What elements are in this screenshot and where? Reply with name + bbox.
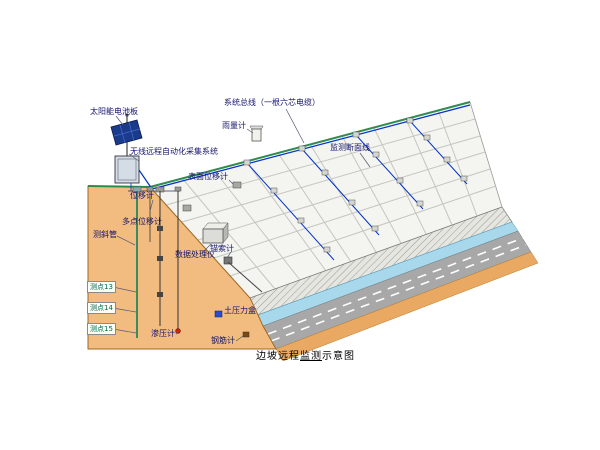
leader-lines (112, 108, 371, 342)
label-multipoint-disp: 多点位移计 (122, 217, 162, 226)
diagram-caption: 边坡远程监测示意图 (256, 347, 355, 362)
bus-branch-4 (409, 120, 468, 185)
label-monitor-section: 监测断面线 (330, 143, 370, 152)
label-anchor-gauge: 锚索计 (210, 244, 234, 253)
front-ground-strip (275, 251, 539, 362)
bus-branch-3 (355, 134, 424, 210)
label-rebar-gauge: 钢筋计 (211, 336, 235, 345)
label-disp-meter: 位移计 (130, 191, 154, 200)
label-surface-disp: 表面位移计 (188, 172, 228, 181)
label-wireless-system: 无线远程自动化采集系统 (130, 147, 218, 156)
label-solar-panel: 太阳能电池板 (90, 107, 138, 116)
cabinet-door (117, 158, 137, 181)
multipoint-anchors (157, 226, 163, 297)
rain-gauge-icon (249, 125, 264, 142)
bus-branch-1 (246, 162, 335, 261)
solar-panel-grid (113, 121, 141, 144)
road-markings (267, 237, 527, 342)
piezometer-cap (174, 186, 182, 192)
tag-point-15: 测点15 (87, 323, 116, 335)
earth-pressure-cell (214, 310, 223, 318)
retaining-wall-hatch (250, 207, 512, 315)
terrain (87, 101, 539, 362)
label-inclinometer: 测斜管 (93, 230, 117, 239)
instrument-box (182, 204, 192, 212)
anchor-head (223, 256, 233, 265)
sensor-boxes (243, 117, 468, 253)
label-system-bus: 系统总线（一根六芯电缆） (224, 98, 320, 107)
caption-suffix: 示意图 (322, 351, 355, 362)
crest-vegetation-line (149, 101, 471, 188)
tag-point-14: 测点14 (87, 302, 116, 314)
data-processor-icon (202, 222, 229, 244)
anchor-cable (227, 261, 263, 293)
antenna-tip-icon (125, 113, 129, 117)
bus-branch-2 (301, 148, 380, 236)
tag-point-13: 测点13 (87, 281, 116, 293)
monitoring-station (110, 113, 143, 184)
acquisition-cabinet-icon (114, 155, 140, 184)
label-rain-gauge: 雨量计 (222, 121, 246, 130)
label-data-processor: 数据处理仪 (175, 250, 215, 259)
caption-underlined: 监测 (300, 351, 322, 362)
label-piezometer: 渗压计 (151, 329, 175, 338)
surface-displacement-device (232, 181, 242, 189)
cross-section-face (87, 185, 277, 350)
label-earth-pressure: 土压力盒 (224, 306, 256, 315)
rebar-gauge-device (242, 331, 250, 338)
caption-prefix: 边坡远程 (256, 351, 300, 362)
